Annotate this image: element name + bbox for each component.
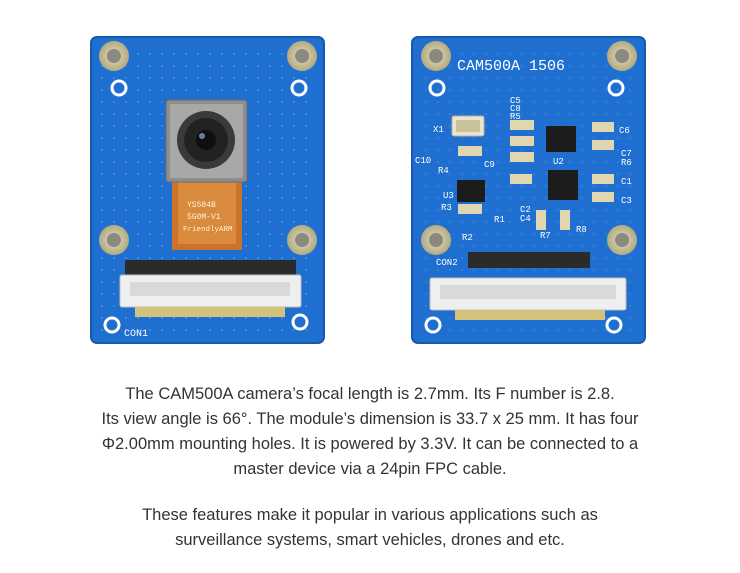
component-label: R3 <box>441 203 452 213</box>
component-label: C4 <box>520 214 531 224</box>
component-label: C6 <box>619 126 630 136</box>
component-label: C3 <box>621 196 632 206</box>
mounting-hole-icon <box>421 41 451 71</box>
component-label: C7 <box>621 149 632 159</box>
component-label: R6 <box>621 158 632 168</box>
mounting-hole-icon <box>421 225 451 255</box>
component-label: C1 <box>621 177 632 187</box>
component-label: C2 <box>520 205 531 215</box>
back-board-title: CAM500A 1506 <box>457 58 565 75</box>
component-label: U2 <box>553 157 564 167</box>
description-paragraph-1: The CAM500A camera’s focal length is 2.7… <box>0 382 740 482</box>
fpc-connector-front <box>119 260 302 317</box>
description-line: The CAM500A camera’s focal length is 2.7… <box>125 385 615 403</box>
description-line: These features make it popular in variou… <box>142 506 598 524</box>
description-line: Φ2.00mm mounting holes. It is powered by… <box>101 435 639 453</box>
mounting-hole-icon <box>99 41 129 71</box>
description-line: Its view angle is 66°. The module’s dime… <box>101 410 639 428</box>
component-label: X1 <box>433 125 444 135</box>
back-connector-label: CON2 <box>436 258 458 268</box>
sensor-label-2: 5G0M-V1 <box>187 213 221 222</box>
board-front: YS584B 5G0M-V1 FriendlyARM CON1 <box>90 36 325 344</box>
mounting-hole-icon <box>607 41 637 71</box>
component-label: C10 <box>415 156 431 166</box>
fpc-connector-back <box>429 252 627 320</box>
front-connector-label: CON1 <box>124 329 148 340</box>
mounting-hole-icon <box>99 225 129 255</box>
description-line: surveillance systems, smart vehicles, dr… <box>175 531 565 549</box>
description-paragraph-2: These features make it popular in variou… <box>0 503 740 553</box>
component-label: R5 <box>510 112 521 122</box>
component-label: C9 <box>484 160 495 170</box>
board-back: CAM500A 1506 X1 C5 C8 R5 <box>411 36 646 344</box>
component-label: C5 <box>510 96 521 106</box>
component-label: R1 <box>494 215 505 225</box>
mounting-hole-icon <box>287 225 317 255</box>
component-label: R8 <box>576 225 587 235</box>
mounting-hole-icon <box>287 41 317 71</box>
component-label: R7 <box>540 231 551 241</box>
mounting-hole-icon <box>607 225 637 255</box>
component-label: R2 <box>462 233 473 243</box>
camera-boards-illustration: YS584B 5G0M-V1 FriendlyARM CON1 <box>90 36 646 344</box>
component-label: C8 <box>510 104 521 114</box>
component-label: R4 <box>438 166 449 176</box>
camera-lens-icon <box>165 99 248 183</box>
sensor-label-3: FriendlyARM <box>183 226 233 234</box>
sensor-label-1: YS584B <box>187 201 216 210</box>
description-line: master device via a 24pin FPC cable. <box>233 460 507 478</box>
component-label: U3 <box>443 191 454 201</box>
